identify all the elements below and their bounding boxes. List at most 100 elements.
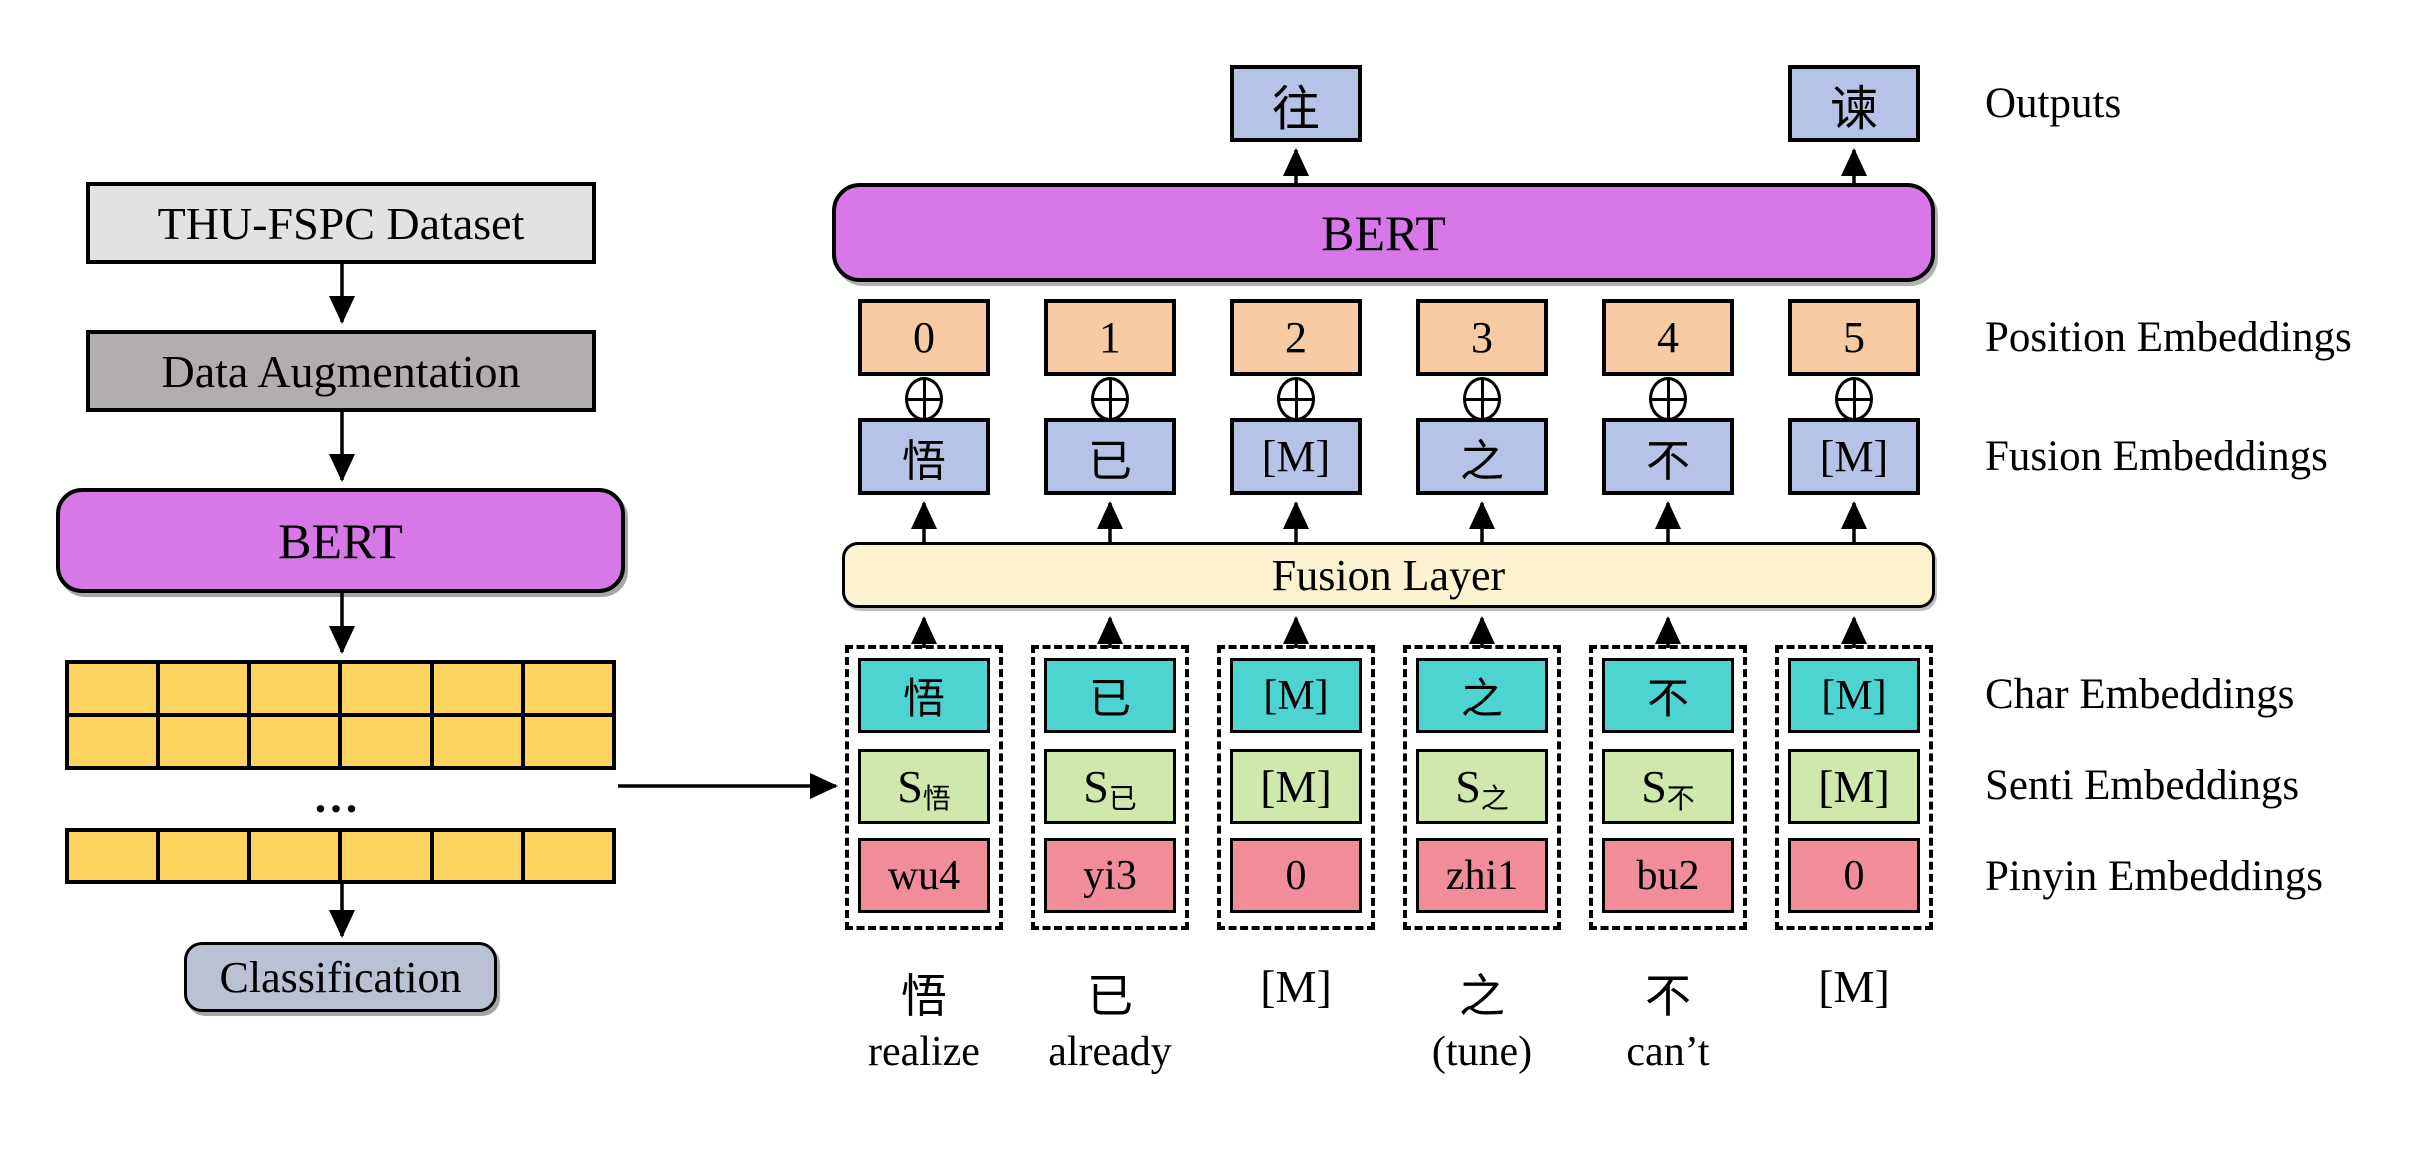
matrix-cell [249, 662, 341, 715]
fusion-row-label: Fusion Embeddings [1985, 433, 2328, 480]
plus-circle-icon [1832, 377, 1876, 421]
bert-encoder-label: BERT [1321, 204, 1446, 261]
fusion-token-3: 之 [1460, 436, 1504, 486]
senti-token-sub: 已 [1108, 783, 1137, 815]
matrix-cell [431, 662, 523, 715]
input-token-4: 不 [1645, 971, 1691, 1022]
position-row-label: Position Embeddings [1985, 314, 2352, 361]
fusion-token-1: 已 [1088, 436, 1132, 486]
senti-token: S [1083, 761, 1109, 812]
matrix-cell [340, 662, 432, 715]
pinyin-embedding-box: yi3 [1044, 838, 1176, 913]
fusion-token-0: 悟 [902, 436, 946, 486]
position-value-2: 2 [1285, 313, 1307, 362]
matrix-cell [158, 662, 250, 715]
pinyin-embedding-box: zhi1 [1416, 838, 1548, 913]
senti-embedding-box: [M] [1788, 749, 1920, 824]
token-column-5: [M] [M] 0 [1775, 645, 1933, 930]
position-embedding-box-1: 1 [1044, 299, 1176, 376]
thu-fspc-dataset-box: THU-FSPC Dataset [86, 182, 596, 264]
char-token: 不 [1646, 677, 1689, 723]
matrix-cell [158, 715, 250, 768]
char-embedding-box: 已 [1044, 658, 1176, 733]
position-embedding-box-5: 5 [1788, 299, 1920, 376]
fusion-embedding-box-2: [M] [1230, 418, 1362, 495]
fusion-token-2: [M] [1261, 432, 1331, 481]
gloss-4: can’t [1626, 1029, 1710, 1075]
bert-pipeline-label: BERT [278, 512, 403, 569]
matrix-cell [67, 715, 159, 768]
input-token-1: 已 [1087, 971, 1133, 1022]
pinyin-embedding-box: 0 [1788, 838, 1920, 913]
char-token: 已 [1088, 677, 1131, 723]
matrix-cell [67, 830, 159, 882]
plus-circle-icon [1088, 377, 1132, 421]
char-token: [M] [1821, 672, 1887, 719]
fusion-embedding-box-3: 之 [1416, 418, 1548, 495]
fusion-layer-bar: Fusion Layer [842, 542, 1935, 608]
char-row-label: Char Embeddings [1985, 671, 2295, 718]
fusion-token-5: [M] [1819, 432, 1889, 481]
char-embedding-box: [M] [1788, 658, 1920, 733]
output-token-2: 往 [1271, 82, 1320, 136]
matrix-cell [249, 715, 341, 768]
plus-circle-icon [1274, 377, 1318, 421]
matrix-cell [340, 830, 432, 882]
pinyin-embedding-box: 0 [1230, 838, 1362, 913]
senti-embedding-box: [M] [1230, 749, 1362, 824]
matrix-cell [249, 830, 341, 882]
char-token: 之 [1460, 677, 1503, 723]
matrix-cell [522, 715, 614, 768]
pinyin-token: yi3 [1083, 852, 1137, 899]
pinyin-token: zhi1 [1445, 852, 1519, 899]
matrix-cell [67, 662, 159, 715]
senti-token: S [897, 761, 923, 812]
matrix-cell [340, 715, 432, 768]
matrix-cell [522, 662, 614, 715]
matrix-cell [522, 830, 614, 882]
senti-row-label: Senti Embeddings [1985, 762, 2300, 809]
pinyin-token: 0 [1843, 852, 1865, 899]
pinyin-token: bu2 [1636, 852, 1700, 899]
char-token: [M] [1263, 672, 1329, 719]
char-embedding-box: [M] [1230, 658, 1362, 733]
senti-token: [M] [1818, 761, 1890, 812]
classification-label: Classification [219, 952, 462, 1002]
position-value-1: 1 [1099, 313, 1121, 362]
matrix-cell [431, 715, 523, 768]
senti-token-sub: 悟 [922, 783, 951, 815]
position-embedding-box-3: 3 [1416, 299, 1548, 376]
pinyin-row-label: Pinyin Embeddings [1985, 853, 2324, 900]
pinyin-token: 0 [1285, 852, 1307, 899]
position-value-4: 4 [1657, 313, 1679, 362]
input-token-5: [M] [1818, 961, 1890, 1012]
input-token-3: 之 [1459, 971, 1505, 1022]
matrix-ellipsis: ... [314, 771, 362, 822]
matrix-cell [158, 830, 250, 882]
plus-circle-icon [902, 377, 946, 421]
output-token-box-2: 往 [1230, 65, 1362, 142]
data-augmentation-label: Data Augmentation [161, 345, 521, 397]
senti-token: [M] [1260, 761, 1332, 812]
classification-box: Classification [184, 942, 497, 1012]
dataset-label: THU-FSPC Dataset [157, 197, 525, 249]
char-token: 悟 [902, 677, 945, 723]
plus-circle-icon [1646, 377, 1690, 421]
position-value-0: 0 [913, 313, 935, 362]
data-augmentation-box: Data Augmentation [86, 330, 596, 412]
gloss-1: already [1048, 1029, 1172, 1075]
char-embedding-box: 之 [1416, 658, 1548, 733]
pinyin-embedding-box: wu4 [858, 838, 990, 913]
senti-token: S [1455, 761, 1481, 812]
pinyin-token: wu4 [887, 852, 961, 899]
bert-encoder-bar: BERT [832, 183, 1935, 282]
position-embedding-box-4: 4 [1602, 299, 1734, 376]
fusion-token-4: 不 [1646, 436, 1690, 486]
